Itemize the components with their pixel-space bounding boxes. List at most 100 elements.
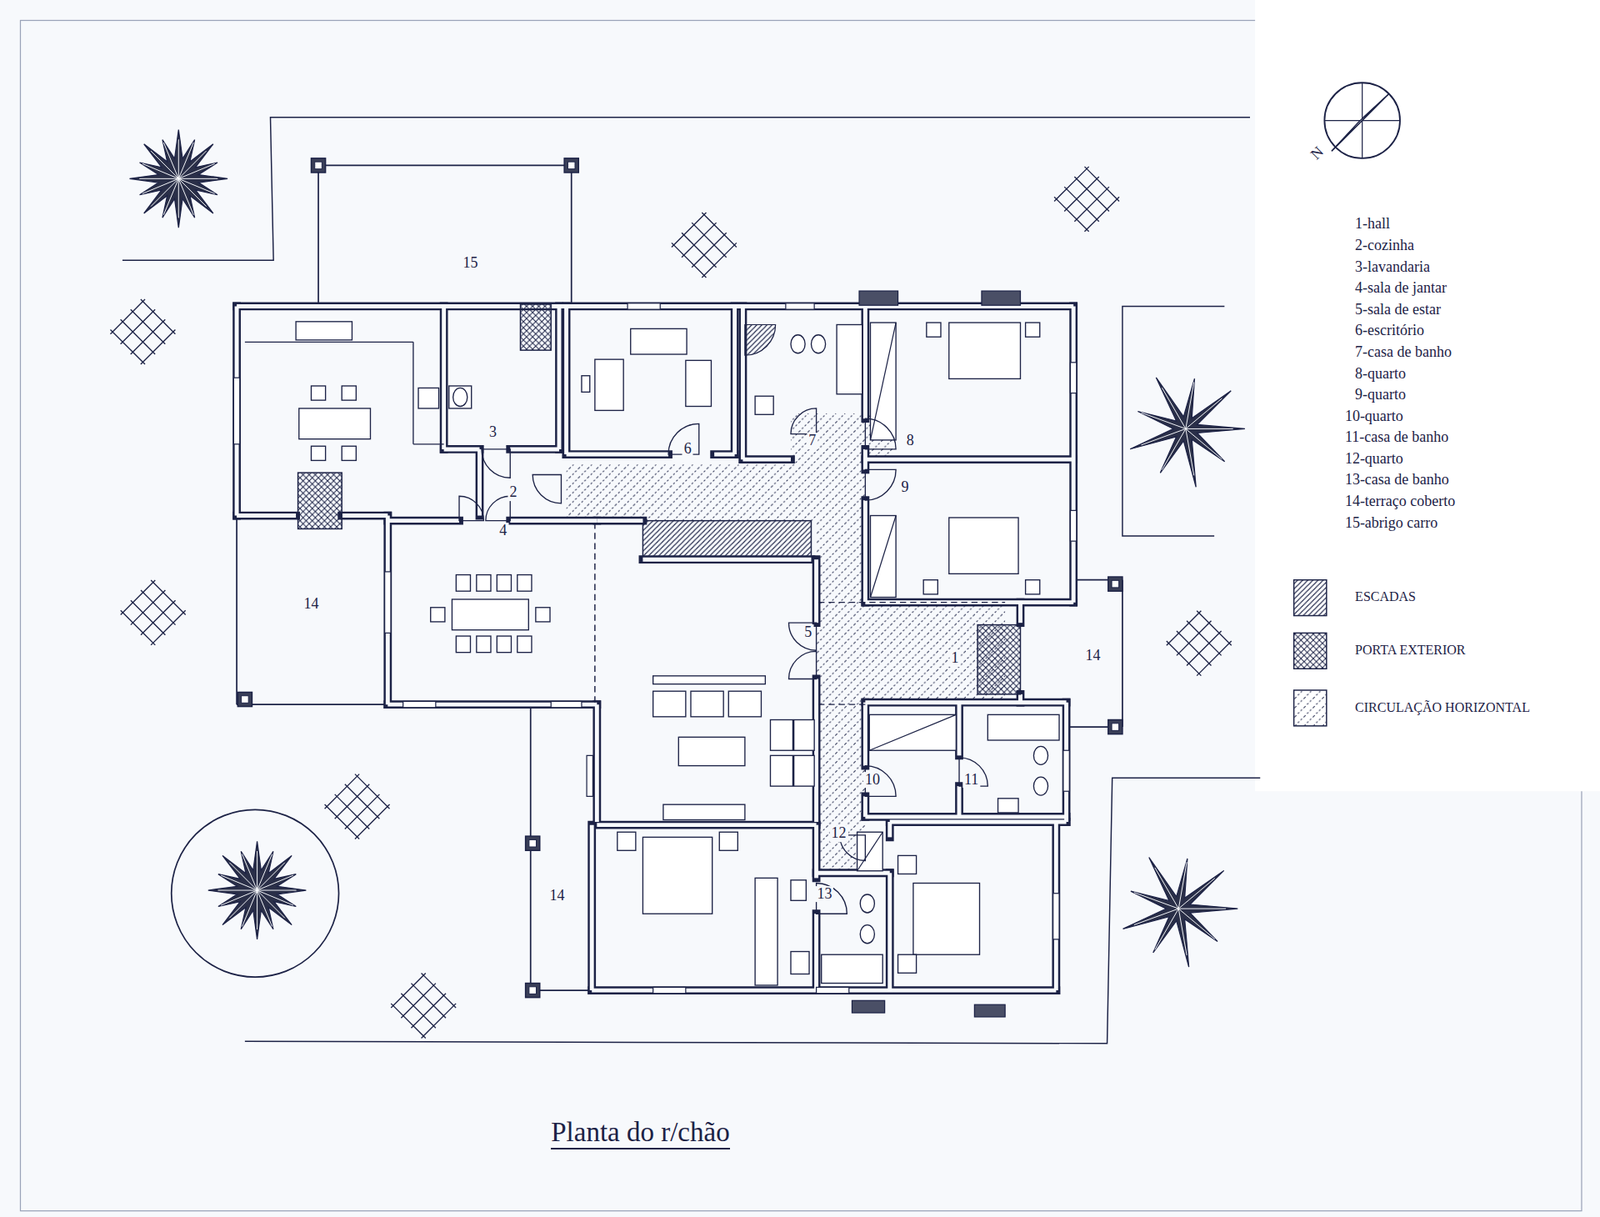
- room-number: 1: [950, 650, 961, 667]
- furniture-item: [476, 575, 491, 592]
- planting: [108, 130, 1245, 1040]
- grass-line: [345, 784, 380, 820]
- window: [233, 377, 240, 445]
- room-number: 12: [830, 825, 849, 843]
- wall: [890, 817, 1067, 826]
- wall: [236, 302, 1074, 311]
- column-post: [1108, 720, 1123, 735]
- grass-line: [130, 590, 166, 625]
- grass-line: [1166, 610, 1202, 646]
- legend-entry: 5-sala de estar: [1355, 301, 1441, 319]
- furniture-item: [455, 575, 470, 592]
- wall: [742, 455, 791, 464]
- grass-line: [1196, 640, 1232, 676]
- leaf-vein: [1161, 428, 1185, 470]
- leaf-vein: [178, 178, 218, 180]
- wall: [1051, 821, 1060, 990]
- furniture-item: [790, 951, 810, 975]
- wall-core: [863, 702, 868, 766]
- legend-entry: ESCADAS: [1355, 590, 1416, 605]
- boundary-line: [122, 117, 1250, 260]
- window: [385, 571, 391, 633]
- furniture-item: [770, 755, 793, 786]
- grass-line: [355, 804, 390, 840]
- column-core: [241, 695, 250, 704]
- furniture-item: [998, 798, 1019, 813]
- room-number: 9: [900, 479, 911, 496]
- wall-core: [564, 305, 569, 455]
- column-core: [529, 986, 537, 995]
- wall-core: [814, 679, 819, 822]
- foliage: [1130, 377, 1245, 487]
- grass-line: [681, 222, 717, 258]
- grass-line: [691, 222, 727, 258]
- room-number: 4: [497, 522, 509, 540]
- wall: [1069, 305, 1078, 602]
- exterior-door: [977, 625, 1020, 695]
- furniture-item: [719, 831, 738, 850]
- column-core: [315, 161, 323, 170]
- furniture-item: [341, 445, 356, 460]
- leaf-vein: [1178, 908, 1187, 955]
- grass-line: [701, 212, 737, 248]
- grass-line: [1186, 630, 1222, 666]
- leaf-vein: [1140, 412, 1185, 429]
- column-core: [567, 161, 575, 170]
- wall-core: [957, 785, 962, 817]
- leaf-vein: [1155, 867, 1179, 909]
- wall-core: [890, 820, 1067, 825]
- leaf-vein: [257, 890, 273, 926]
- furniture-item: [755, 395, 774, 415]
- wall-core: [510, 518, 597, 523]
- wall: [555, 305, 564, 449]
- grass-line: [671, 242, 707, 278]
- furniture-item: [295, 321, 352, 340]
- wall: [440, 305, 449, 449]
- grass-line: [110, 329, 145, 365]
- wall-core: [887, 872, 892, 990]
- column-post: [310, 158, 325, 173]
- furniture-item: [310, 445, 325, 460]
- wardrobe-line: [870, 322, 896, 440]
- wall: [730, 305, 740, 455]
- grass-line: [400, 993, 436, 1029]
- column-post: [237, 691, 252, 706]
- leaf-vein: [178, 178, 206, 206]
- grass-line: [1054, 166, 1090, 202]
- room-number: 6: [682, 440, 694, 458]
- terrace-edge: [318, 165, 572, 167]
- furniture-item: [949, 517, 1019, 574]
- furniture-item: [341, 385, 356, 400]
- furniture-item: [898, 855, 917, 874]
- grass-line: [1166, 640, 1202, 676]
- window: [550, 700, 582, 707]
- legend-entry: 15-abrigo carro: [1345, 515, 1438, 532]
- wall-core: [814, 913, 819, 990]
- grass-line: [1054, 196, 1090, 232]
- grass-line: [335, 794, 370, 830]
- leaf-vein: [178, 150, 206, 179]
- wall-core: [814, 825, 819, 879]
- room-number: 8: [905, 432, 916, 450]
- room-number: 3: [487, 424, 499, 441]
- wall: [596, 516, 643, 525]
- leaf-vein: [150, 150, 179, 179]
- furniture: [245, 321, 1060, 985]
- grass-line: [1176, 620, 1212, 656]
- furniture-item: [663, 804, 745, 820]
- grass-line: [325, 804, 360, 840]
- vent-grille: [851, 1000, 885, 1013]
- wall: [236, 511, 296, 520]
- furniture-item: [653, 690, 686, 717]
- wall-core: [865, 457, 1074, 462]
- counter-edge: [245, 341, 414, 343]
- vent-grille: [981, 290, 1021, 305]
- grass-symbol: [1052, 164, 1122, 234]
- wall-core: [865, 700, 1066, 705]
- grass-line: [1064, 186, 1100, 222]
- leaf-vein: [1185, 381, 1195, 429]
- legend-panel: [1255, 0, 1600, 791]
- grass-line: [345, 794, 380, 830]
- wall: [444, 445, 480, 454]
